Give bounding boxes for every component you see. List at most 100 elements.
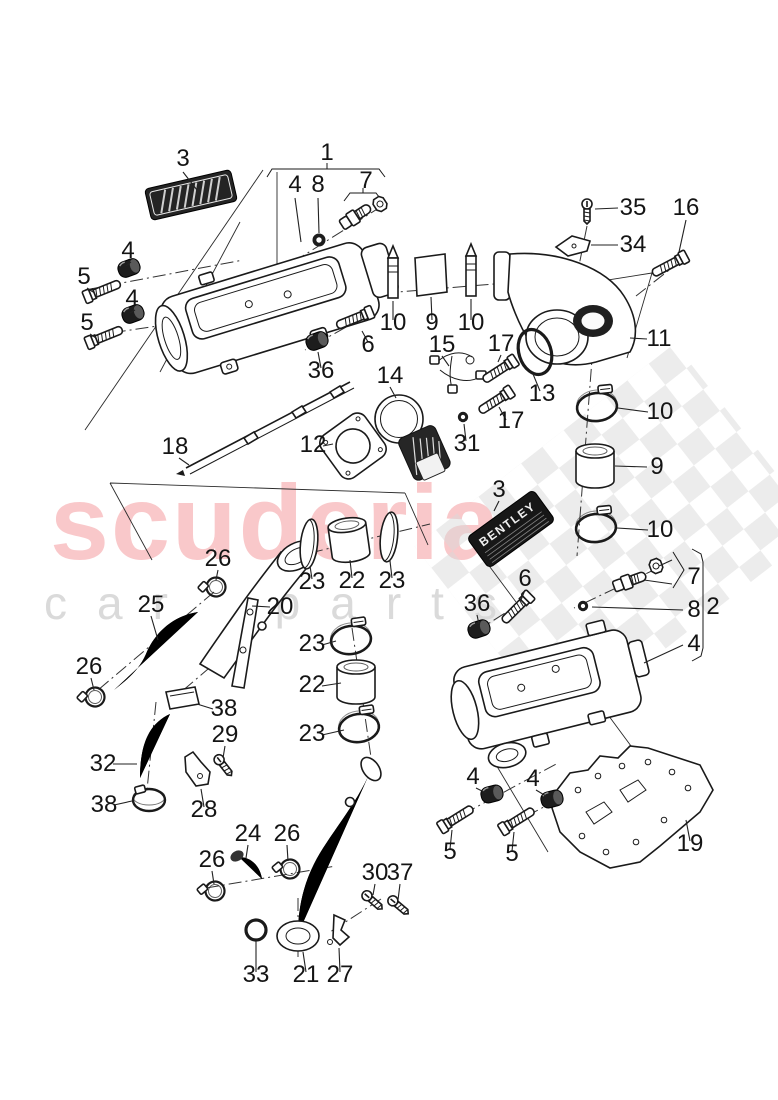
part-number-label: 25 — [138, 591, 165, 618]
part-hose-sleeve — [575, 443, 615, 489]
part-spring-clamp — [195, 879, 227, 904]
part-screw — [581, 198, 593, 225]
leader-line — [90, 677, 95, 691]
leader-line — [321, 682, 342, 687]
part-spacer-pad — [414, 253, 448, 297]
leader-line — [150, 615, 159, 641]
part-number-label: 30 — [362, 859, 389, 886]
part-number-label: 9 — [425, 309, 438, 336]
part-pin — [387, 245, 399, 299]
leader-line — [616, 527, 649, 531]
part-number-label: 22 — [339, 567, 366, 594]
part-seal-disc — [377, 510, 401, 564]
part-number-label: 5 — [77, 263, 90, 290]
part-number-label: 11 — [647, 325, 672, 352]
part-rubber-mount — [478, 782, 506, 806]
part-number-label: 4 — [466, 763, 479, 790]
part-gasket — [319, 412, 387, 480]
part-number-label: 10 — [380, 309, 407, 336]
part-retainer-bracket — [554, 235, 592, 257]
leader-line — [317, 197, 320, 234]
leader-line — [372, 883, 376, 896]
part-bentley-badge: BENTLEY — [468, 491, 554, 567]
part-number-label: 10 — [647, 398, 674, 425]
part-number-label: 4 — [288, 171, 301, 198]
part-number-label: 20 — [267, 593, 294, 620]
leader-line — [475, 787, 487, 794]
leader-line — [617, 407, 649, 413]
part-number-label: 4 — [125, 285, 138, 312]
part-temperature-sensor — [610, 567, 649, 595]
leader-line — [196, 703, 214, 710]
part-number-label: 26 — [199, 846, 226, 873]
part-grommet — [312, 233, 326, 247]
part-charge-air-cooler-lower — [450, 619, 650, 769]
leader-line — [389, 560, 393, 579]
leader-line — [294, 197, 302, 243]
leader-line — [182, 171, 198, 191]
part-number-label: 31 — [454, 430, 481, 457]
leader-line — [317, 351, 322, 369]
part-number-label: 14 — [377, 362, 404, 389]
part-number-label: 5 — [443, 838, 456, 865]
part-clamp-ring — [131, 784, 167, 813]
leader-line — [643, 579, 673, 585]
part-number-label: 1 — [320, 139, 333, 166]
part-number-label: 19 — [677, 830, 704, 857]
leader-line — [349, 559, 353, 579]
part-number-label: 4 — [526, 765, 539, 792]
leader-line — [594, 207, 619, 210]
part-o-ring-small — [244, 918, 268, 942]
part-number-label: 29 — [212, 721, 239, 748]
part-number-label: 27 — [327, 961, 354, 988]
leader-line — [200, 788, 205, 808]
part-nut — [370, 194, 390, 214]
part-washer — [457, 411, 469, 423]
part-retaining-clip — [184, 750, 211, 787]
part-number-label: 8 — [687, 596, 700, 623]
part-rubber-sleeve — [326, 514, 372, 566]
part-support-rail — [176, 381, 355, 476]
leader-line — [476, 614, 480, 625]
part-number-label: 26 — [274, 820, 301, 847]
part-number-label: 33 — [243, 961, 270, 988]
part-number-label: 23 — [299, 568, 326, 595]
part-number-label: 36 — [308, 357, 335, 384]
part-hose-clamp — [334, 703, 383, 746]
part-bolt — [498, 588, 537, 627]
part-number-label: 34 — [620, 231, 647, 258]
part-number-label: 15 — [429, 331, 456, 358]
part-number-label: 28 — [191, 796, 218, 823]
part-number-label: 36 — [464, 590, 491, 617]
part-washer — [577, 600, 589, 612]
part-number-label: 26 — [205, 545, 232, 572]
leader-line — [125, 261, 132, 267]
part-mounting-bracket — [551, 745, 714, 869]
leader-line — [658, 559, 673, 567]
part-number-label: 26 — [76, 653, 103, 680]
part-hose-clamp — [573, 382, 620, 425]
leader-line — [251, 605, 271, 608]
part-cover-plate — [144, 169, 238, 221]
part-number-label: 37 — [387, 859, 414, 886]
part-spring-clamp — [74, 684, 108, 712]
part-spring-clamp — [270, 857, 302, 882]
part-number-label: 2 — [706, 593, 719, 620]
leader-line — [309, 565, 313, 580]
leader-line — [535, 789, 547, 797]
part-temperature-sensor — [337, 200, 375, 232]
leader-line — [397, 883, 401, 901]
part-charge-air-cooler-upper — [154, 242, 399, 375]
part-number-label: 7 — [687, 563, 700, 590]
part-rubber-sleeve — [336, 659, 376, 705]
leader-line — [497, 354, 502, 363]
part-hose-clamp — [326, 615, 375, 658]
part-throttle-body — [374, 394, 451, 481]
part-number-label: 10 — [458, 309, 485, 336]
part-screw — [359, 887, 387, 914]
part-number-label: 10 — [647, 516, 674, 543]
part-coolant-hose — [114, 612, 198, 690]
leader-line — [449, 829, 453, 850]
